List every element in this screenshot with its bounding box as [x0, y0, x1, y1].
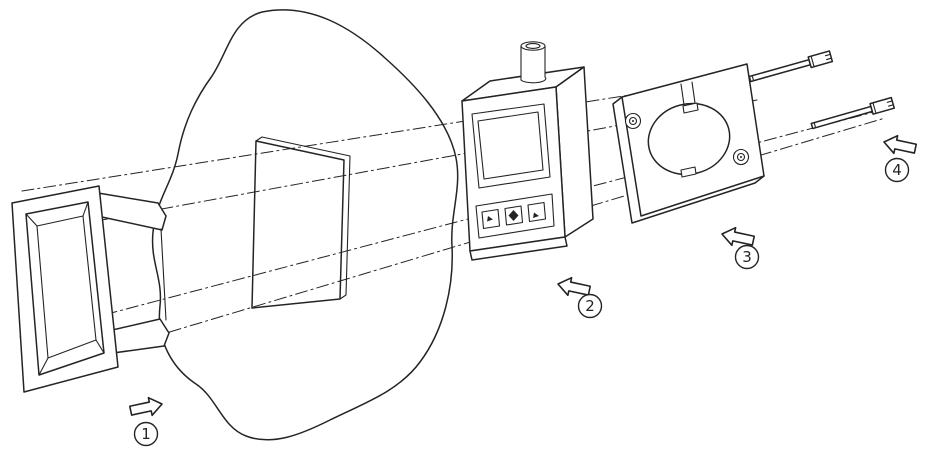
step-1-circle — [133, 421, 159, 447]
button-right — [527, 201, 547, 223]
bezel-depth-connectors — [25, 201, 105, 376]
screw-2-tip-line — [813, 122, 817, 129]
insertion-arrow-step-4 — [881, 132, 918, 159]
bracket-plate — [621, 63, 765, 217]
bezel-bottom-wing — [107, 318, 170, 354]
bezel-top-wing — [97, 192, 167, 231]
panel-with-cutout — [151, 9, 459, 441]
screw-1-socket — [824, 53, 832, 61]
port-hole — [525, 43, 541, 49]
screw-1 — [748, 50, 834, 83]
device-display — [471, 103, 551, 189]
bracket-top-tab — [682, 102, 699, 114]
panel-cutout — [251, 140, 345, 309]
mounting-bracket — [612, 63, 765, 224]
device-buttons — [475, 193, 555, 239]
centerline-top — [21, 75, 751, 192]
screw-1-shaft — [748, 58, 812, 83]
button-right-mark-icon — [533, 212, 539, 218]
step-label-4: 4 — [884, 157, 910, 183]
screw-2-shaft — [810, 105, 874, 130]
panel-mount-bezel — [11, 185, 170, 393]
port-cylinder — [520, 45, 547, 84]
mounting-screws — [748, 50, 896, 130]
screw-1-head-collar — [810, 55, 815, 68]
step-3-number: 3 — [742, 248, 752, 266]
step-2-number: 2 — [585, 297, 595, 315]
display-screen — [477, 111, 544, 180]
step-1-number: 1 — [141, 425, 151, 443]
button-middle-diamond-icon — [508, 210, 519, 221]
device-bottom-lip — [469, 236, 568, 261]
step-4-number: 4 — [892, 161, 902, 179]
step-label-1: 1 — [133, 421, 159, 447]
left-boss-center — [632, 120, 634, 122]
step-label-2: 2 — [577, 293, 603, 319]
bracket-left-boss — [624, 112, 642, 130]
step-labels: 1 2 3 4 — [133, 157, 910, 447]
right-boss-center — [740, 156, 742, 158]
step-2-circle — [577, 293, 603, 319]
step-label-3: 3 — [734, 244, 760, 270]
bezel-wing-connector — [160, 228, 167, 321]
insertion-arrow-step-1 — [128, 394, 165, 421]
right-boss-hole — [736, 152, 746, 162]
step-4-circle — [884, 157, 910, 183]
bracket-bottom-tab — [680, 166, 697, 178]
screw-1-tip-line — [751, 75, 755, 82]
panel-cutout-depth-edge — [255, 136, 351, 300]
device-port — [520, 41, 547, 84]
pressure-switch — [461, 41, 594, 261]
bracket-right-boss — [732, 148, 750, 166]
port-top — [520, 41, 546, 51]
button-left-mark-icon — [487, 216, 493, 222]
display-bezel — [471, 103, 551, 189]
screw-2 — [810, 96, 896, 130]
screw-2-socket — [886, 100, 894, 107]
left-boss-hole — [628, 116, 638, 126]
step-3-circle — [734, 244, 760, 270]
screw-2-head-collar — [872, 102, 877, 114]
bracket-slot-lines — [680, 81, 696, 106]
bracket-center-hole — [647, 102, 731, 176]
